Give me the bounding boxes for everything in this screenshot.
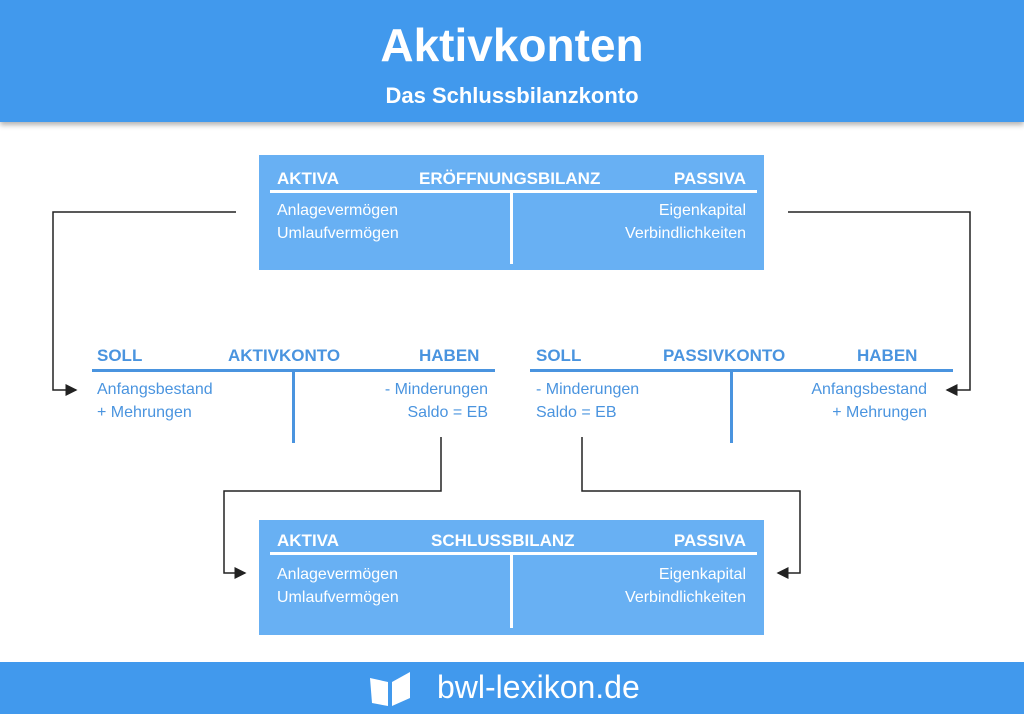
divider — [510, 552, 513, 628]
item: Anlagevermögen — [277, 566, 398, 583]
arrow-liability-to-closing — [581, 437, 801, 579]
soll-label: SOLL — [97, 346, 143, 365]
item: Saldo = EB — [536, 404, 617, 421]
item: + Mehrungen — [832, 404, 927, 421]
item: Anfangsbestand — [811, 381, 927, 398]
closing-balance-title: SCHLUSSBILANZ — [431, 531, 575, 550]
item: Verbindlichkeiten — [625, 225, 746, 242]
haben-label: HABEN — [419, 346, 480, 365]
aktiva-label: AKTIVA — [277, 531, 340, 550]
arrow-opening-to-asset — [52, 211, 236, 396]
soll-label: SOLL — [536, 346, 582, 365]
header: Aktivkonten Das Schlussbilanzkonto — [0, 0, 1024, 122]
item: Anfangsbestand — [97, 381, 213, 398]
item: Verbindlichkeiten — [625, 589, 746, 606]
item: Eigenkapital — [658, 566, 746, 583]
arrow-opening-to-liability — [788, 211, 971, 396]
asset-account-title: AKTIVKONTO — [228, 346, 341, 365]
aktiva-label: AKTIVA — [277, 169, 340, 188]
item: Anlagevermögen — [277, 202, 398, 219]
divider — [292, 369, 295, 443]
divider — [530, 369, 953, 372]
arrow-asset-to-closing — [223, 437, 442, 579]
page-title: Aktivkonten — [380, 19, 644, 71]
item: + Mehrungen — [97, 404, 192, 421]
divider — [730, 369, 733, 443]
divider — [270, 552, 757, 555]
opening-balance-box: AKTIVA ERÖFFNUNGSBILANZ PASSIVA Anlageve… — [259, 155, 764, 270]
liability-account-title: PASSIVKONTO — [663, 346, 786, 365]
item: - Minderungen — [384, 381, 488, 398]
passiva-label: PASSIVA — [673, 531, 746, 550]
item: Saldo = EB — [407, 404, 489, 421]
closing-balance-box: AKTIVA SCHLUSSBILANZ PASSIVA Anlagevermö… — [259, 520, 764, 635]
passiva-label: PASSIVA — [673, 169, 746, 188]
item: Eigenkapital — [658, 202, 746, 219]
divider — [510, 190, 513, 264]
footer: bwl-lexikon.de — [0, 662, 1024, 714]
item: Umlaufvermögen — [277, 225, 399, 242]
divider — [270, 190, 757, 193]
book-icon — [370, 672, 410, 706]
item: Umlaufvermögen — [277, 589, 399, 606]
haben-label: HABEN — [857, 346, 918, 365]
brand-name: bwl-lexikon.de — [437, 669, 640, 705]
page-subtitle: Das Schlussbilanzkonto — [385, 83, 639, 108]
opening-balance-title: ERÖFFNUNGSBILANZ — [419, 169, 601, 188]
item: - Minderungen — [536, 381, 640, 398]
